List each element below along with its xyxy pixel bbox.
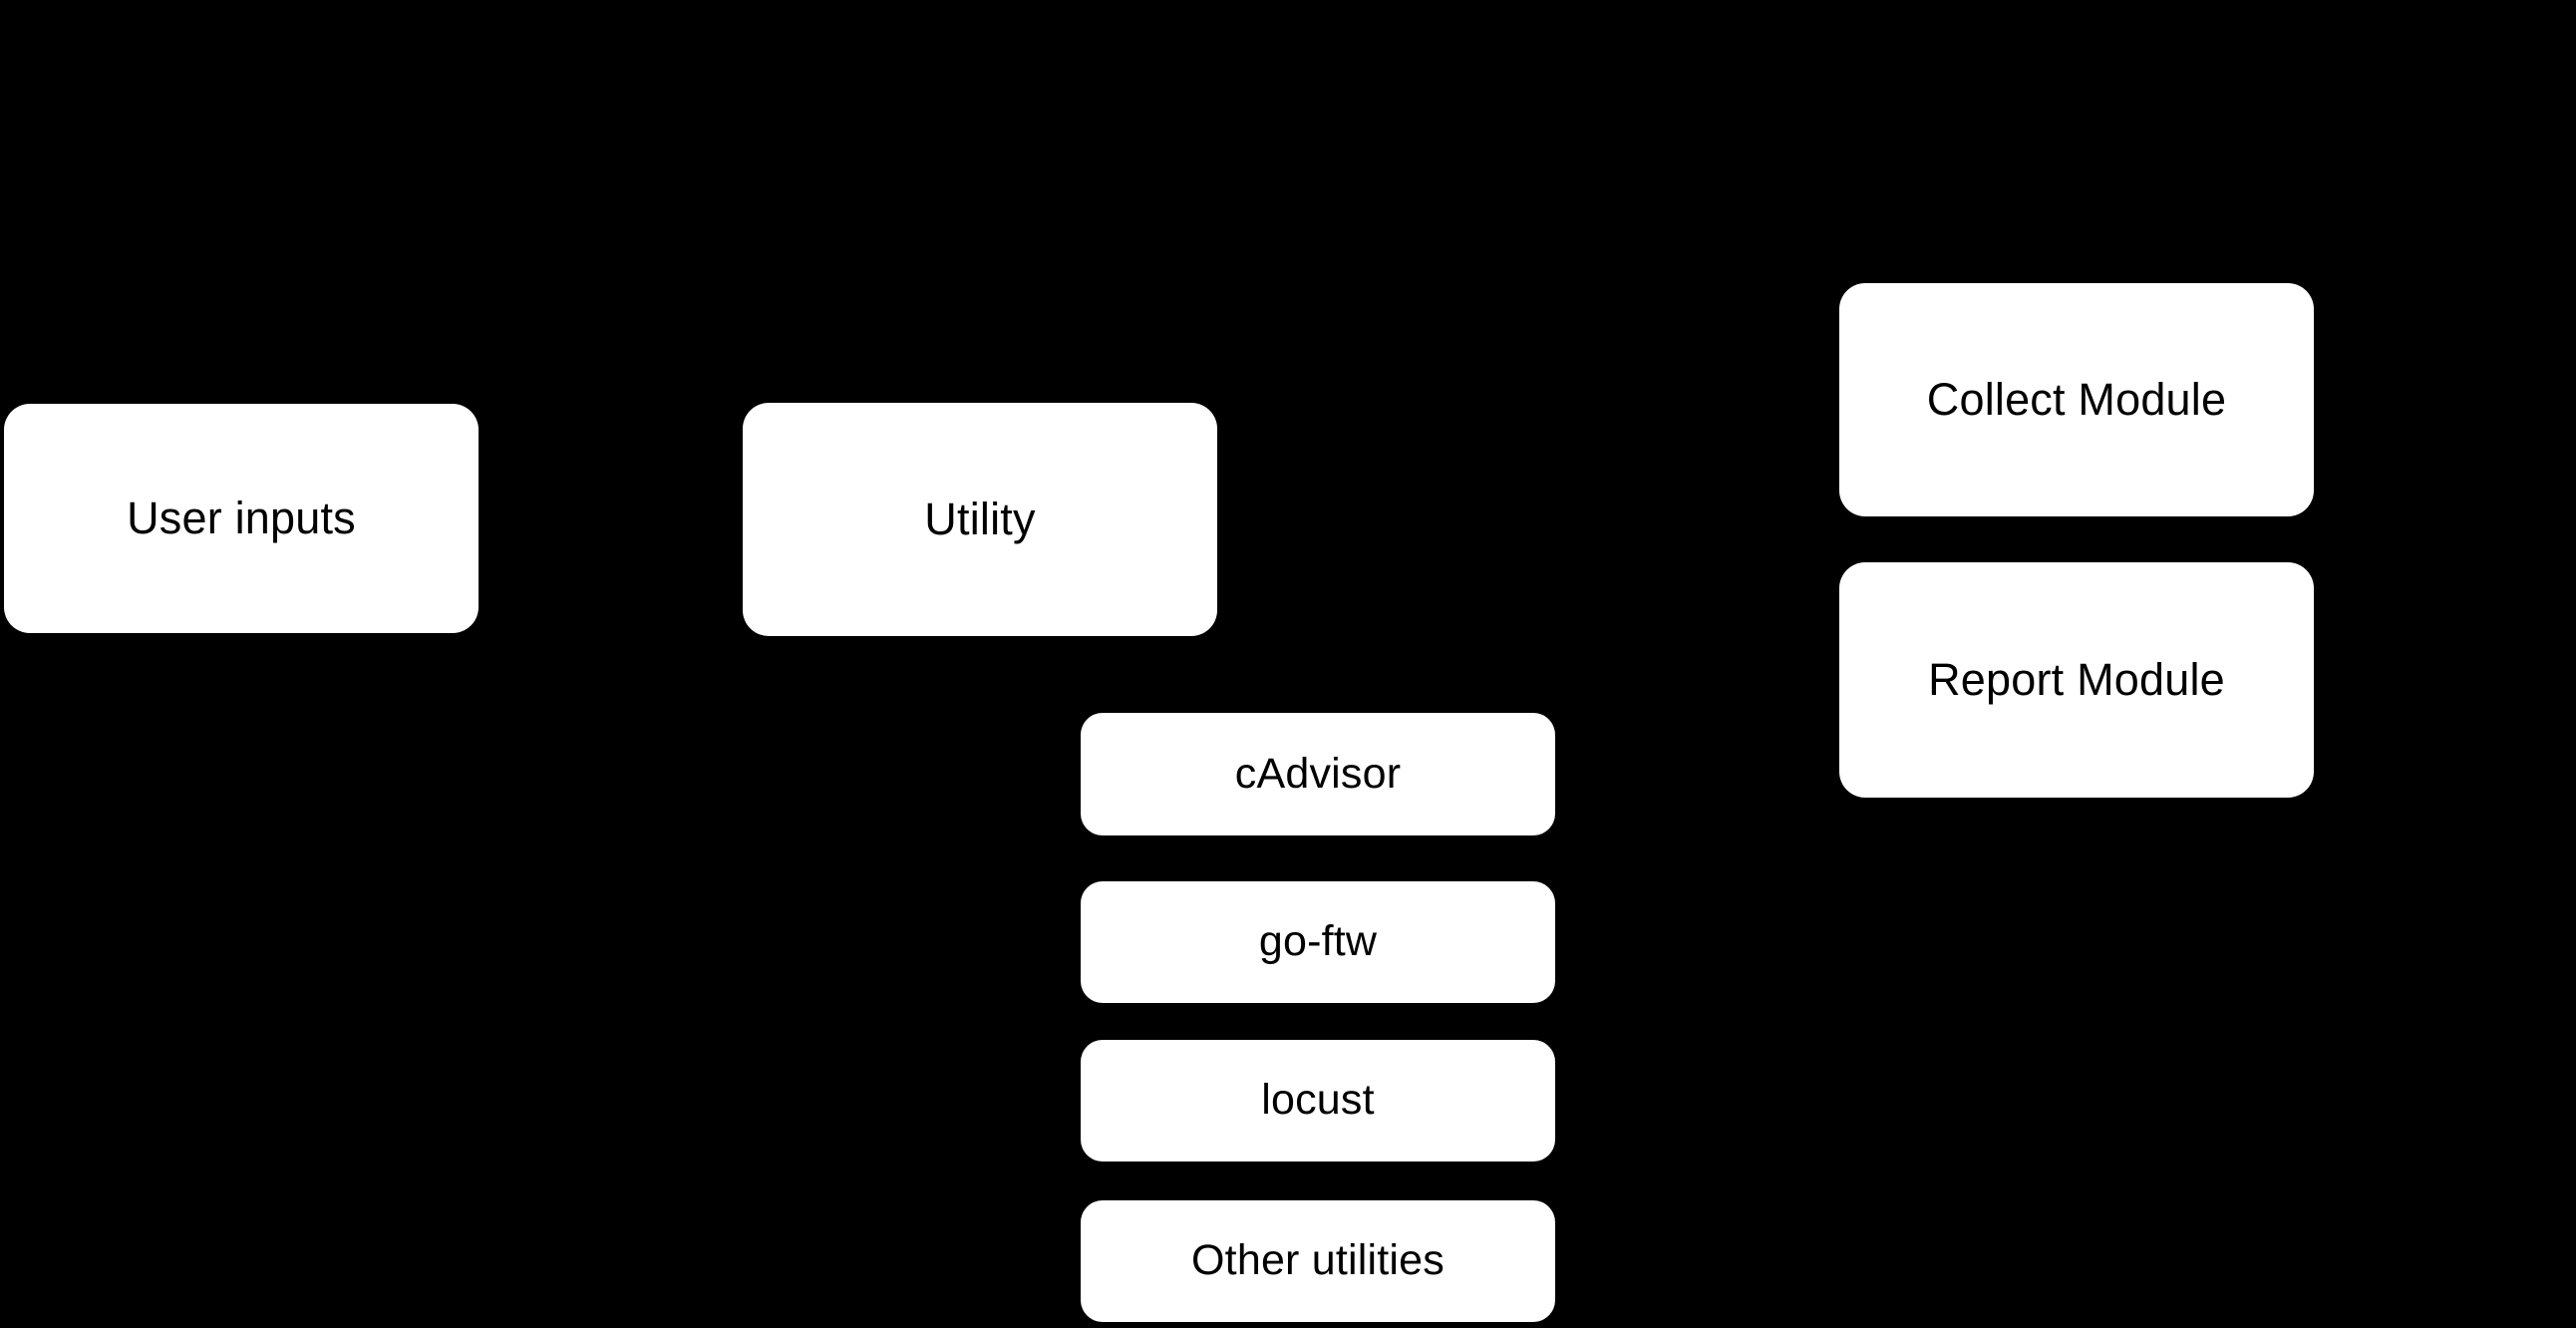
node-go-ftw-label: go-ftw — [1258, 917, 1378, 966]
node-locust[interactable]: locust — [1081, 1040, 1555, 1162]
node-utility[interactable]: Utility — [743, 403, 1217, 636]
node-user-inputs[interactable]: User inputs — [4, 404, 479, 633]
node-other-utilities-label: Other utilities — [1191, 1236, 1445, 1285]
node-collect-module-label: Collect Module — [1926, 374, 2227, 426]
node-report-module-label: Report Module — [1928, 654, 2225, 706]
node-collect-module[interactable]: Collect Module — [1839, 283, 2314, 516]
node-user-inputs-label: User inputs — [127, 493, 356, 544]
node-cadvisor[interactable]: cAdvisor — [1081, 713, 1555, 835]
node-report-module[interactable]: Report Module — [1839, 562, 2314, 798]
node-other-utilities[interactable]: Other utilities — [1081, 1200, 1555, 1322]
node-go-ftw[interactable]: go-ftw — [1081, 881, 1555, 1003]
node-utility-label: Utility — [924, 494, 1036, 545]
node-locust-label: locust — [1261, 1076, 1375, 1125]
node-cadvisor-label: cAdvisor — [1234, 749, 1402, 798]
